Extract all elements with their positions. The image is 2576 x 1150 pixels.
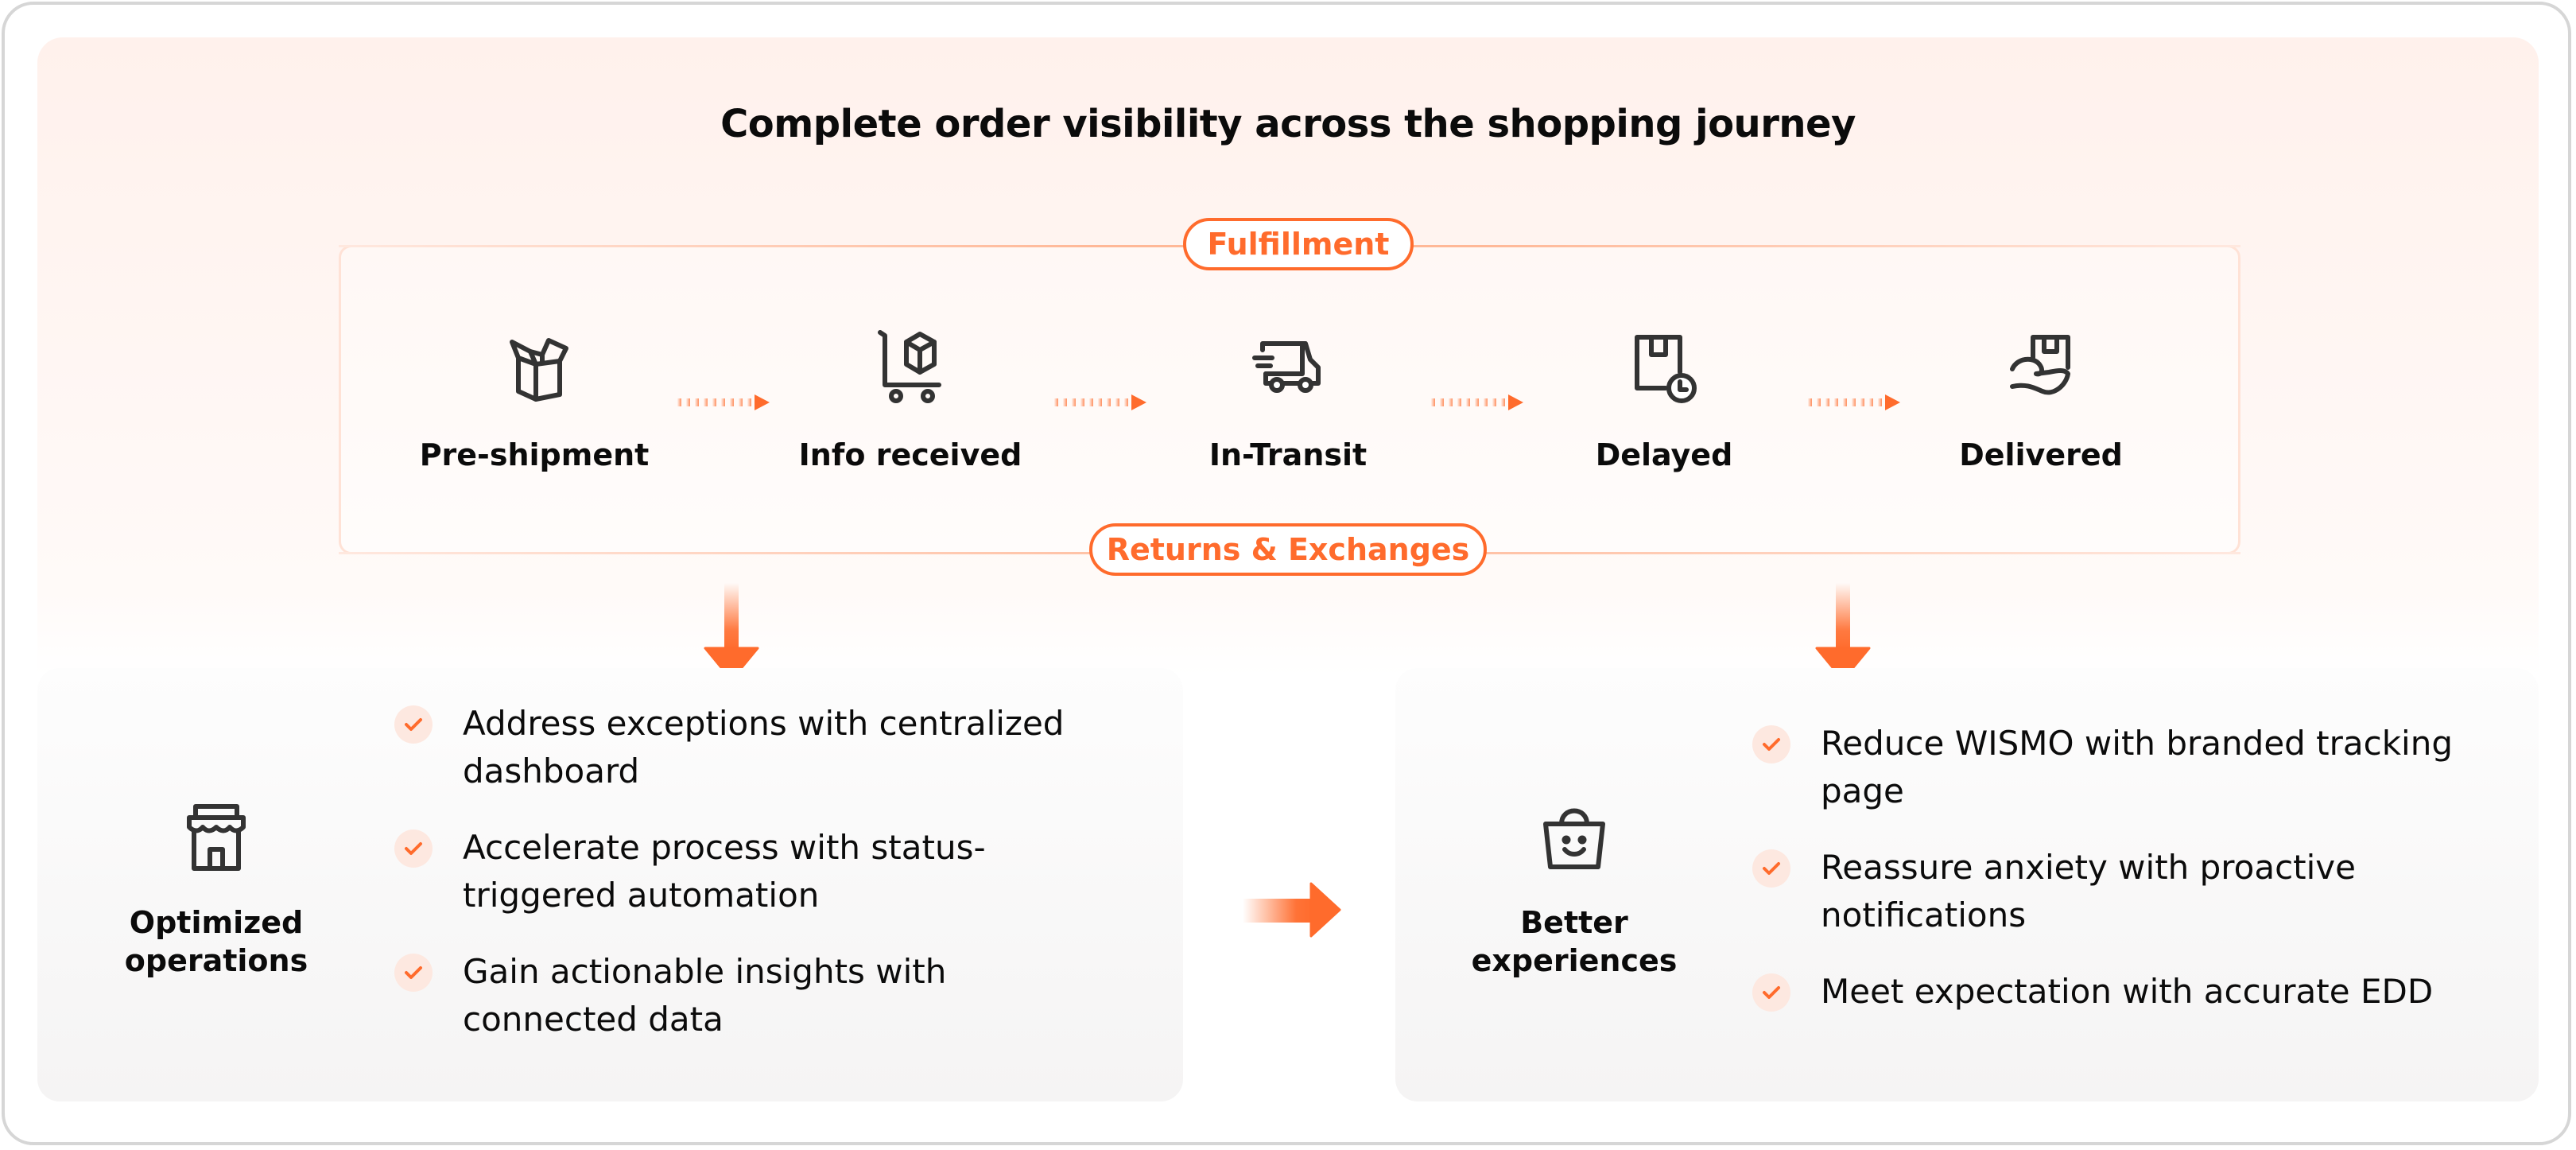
- list-item-text: Accelerate process with status-: [463, 828, 986, 867]
- list-item-text: page: [1821, 771, 1904, 810]
- check-icon: [394, 705, 433, 744]
- stage-label: Delivered: [1959, 437, 2123, 472]
- optimized-operations-panel: [37, 668, 1183, 1101]
- returns-pill-label: Returns & Exchanges: [1106, 532, 1470, 567]
- stage-in-transit: In-Transit: [1145, 326, 1431, 472]
- stage-delayed: Delayed: [1521, 326, 1807, 472]
- list-item-text: Reduce WISMO with branded tracking: [1821, 724, 2454, 763]
- optimized-operations-heading: Optimized operations: [113, 803, 320, 980]
- experiences-benefits-list: Reduce WISMO with branded tracking page …: [1752, 720, 2516, 1044]
- hand-package-icon: [2010, 335, 2070, 395]
- heading-line: experiences: [1471, 943, 1678, 978]
- storefront-icon: [187, 804, 246, 871]
- list-item-text: Gain actionable insights with: [463, 952, 947, 991]
- check-icon: [1752, 725, 1790, 763]
- stage-arrow-icon: [677, 394, 770, 410]
- list-item: Reassure anxiety with proactive notifica…: [1752, 844, 2516, 939]
- better-experiences-heading: Better experiences: [1467, 803, 1682, 980]
- list-item-text: dashboard: [463, 752, 640, 791]
- list-item: Accelerate process with status- triggere…: [394, 824, 1158, 919]
- stage-arrow-icon: [1808, 394, 1900, 410]
- list-item: Reduce WISMO with branded tracking page: [1752, 720, 2516, 815]
- down-arrow-icon: [1815, 583, 1871, 682]
- heading-line: Optimized: [129, 905, 304, 940]
- stage-label: Pre-shipment: [419, 437, 650, 472]
- stage-pre-shipment: Pre-shipment: [391, 326, 677, 472]
- stage-label: Delayed: [1595, 437, 1733, 472]
- check-icon: [394, 829, 433, 868]
- stage-label: In-Transit: [1208, 437, 1368, 472]
- list-item: Address exceptions with centralized dash…: [394, 700, 1158, 795]
- right-arrow-icon: [1243, 882, 1341, 938]
- list-item-text: notifications: [1821, 896, 2027, 934]
- check-icon: [1752, 973, 1790, 1012]
- heading-line: Better: [1520, 905, 1628, 940]
- operations-benefits-list: Address exceptions with centralized dash…: [394, 700, 1158, 1072]
- down-arrow-icon: [704, 583, 759, 682]
- stage-arrow-icon: [1431, 394, 1523, 410]
- list-item-text: connected data: [463, 1000, 724, 1039]
- check-icon: [394, 954, 433, 992]
- hand-truck-package-icon: [878, 330, 941, 403]
- list-item-text: Reassure anxiety with proactive: [1821, 848, 2357, 887]
- delivery-truck-icon: [1252, 341, 1321, 393]
- package-clock-icon: [1635, 335, 1697, 403]
- returns-exchanges-pill: Returns & Exchanges: [1089, 523, 1487, 576]
- fulfillment-pill: Fulfillment: [1183, 218, 1414, 270]
- stage-arrow-icon: [1054, 394, 1146, 410]
- stage-delivered: Delivered: [1898, 326, 2184, 472]
- better-experiences-panel: [1395, 668, 2539, 1101]
- list-item: Meet expectation with accurate EDD: [1752, 968, 2516, 1016]
- stage-label: Info received: [798, 437, 1022, 472]
- open-box-icon: [510, 338, 568, 402]
- stage-info-received: Info received: [767, 326, 1053, 472]
- page-title: Complete order visibility across the sho…: [720, 102, 1856, 146]
- list-item-text: Meet expectation with accurate EDD: [1821, 972, 2434, 1011]
- smiling-shopping-bag-icon: [1543, 808, 1605, 869]
- heading-line: operations: [124, 943, 308, 978]
- list-item-text: Address exceptions with centralized: [463, 704, 1065, 743]
- fulfillment-pill-label: Fulfillment: [1207, 227, 1390, 262]
- list-item: Gain actionable insights with connected …: [394, 948, 1158, 1043]
- check-icon: [1752, 849, 1790, 888]
- list-item-text: triggered automation: [463, 876, 820, 915]
